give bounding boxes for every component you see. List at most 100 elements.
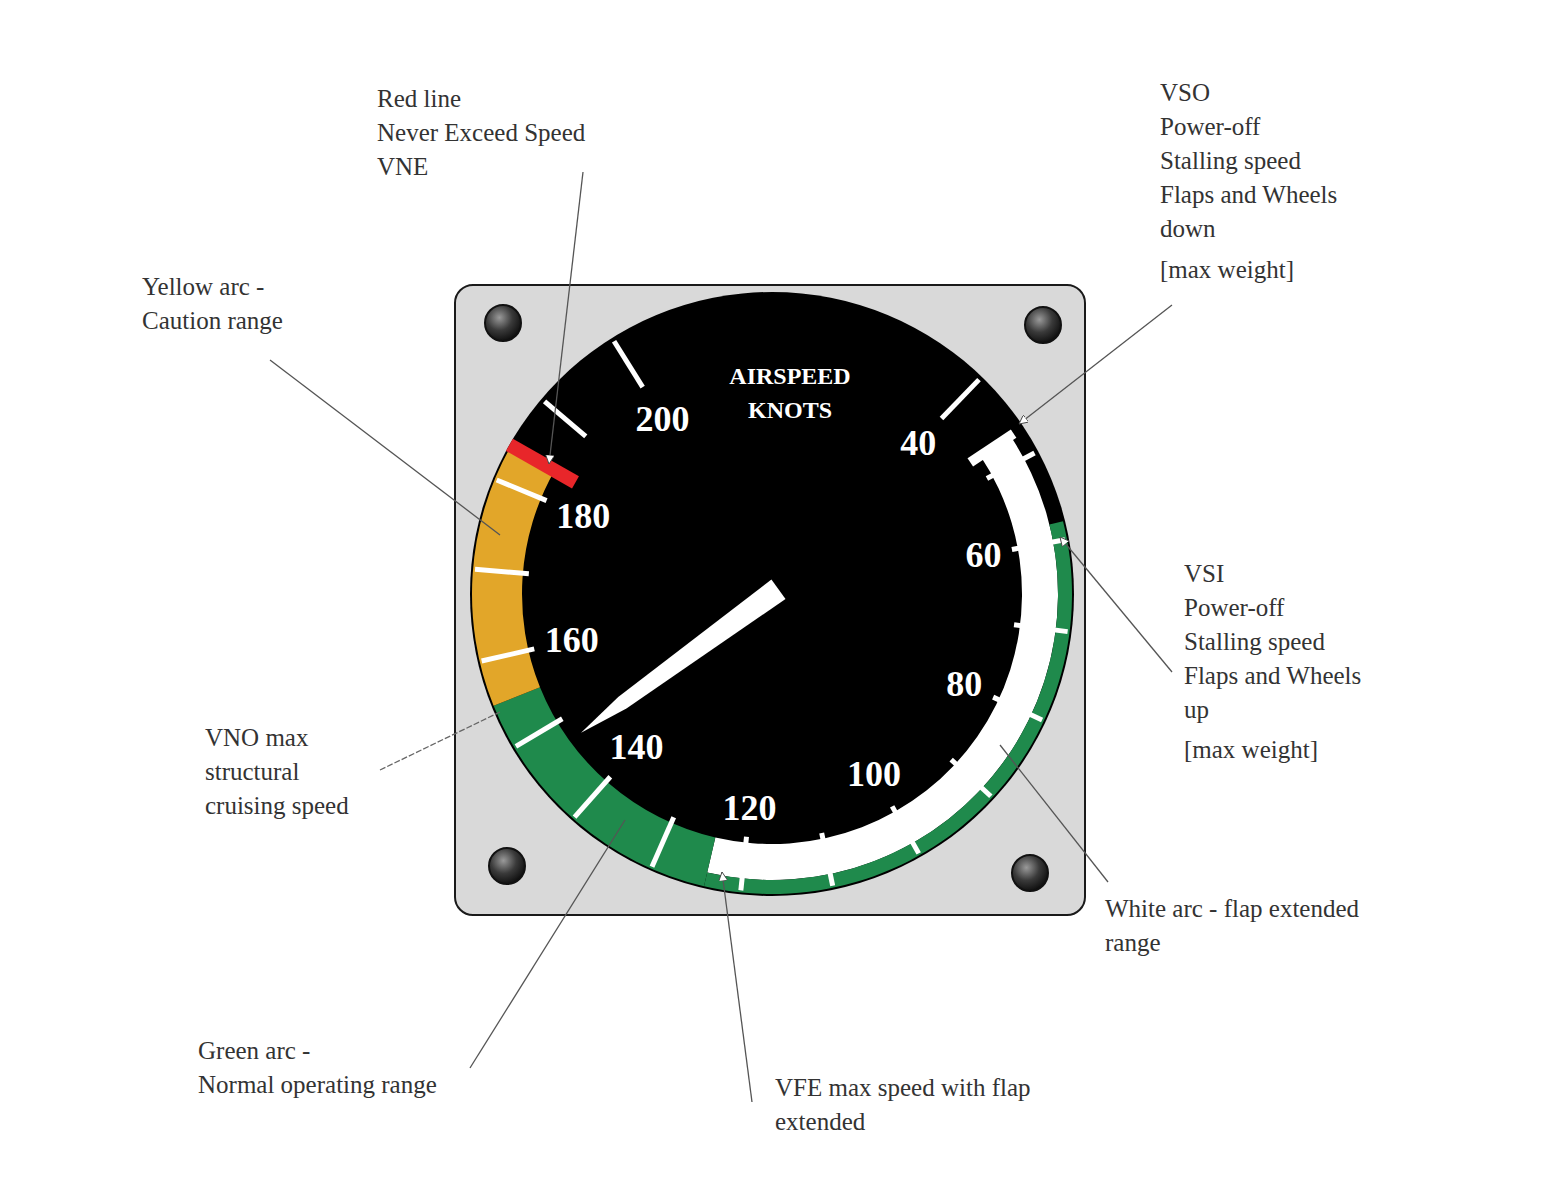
speed-number: 140 <box>609 729 663 765</box>
text-line: 60 <box>965 537 1001 573</box>
scale-tick <box>951 760 991 797</box>
label-anchor: 100 <box>847 756 901 792</box>
scale-tick <box>482 649 535 661</box>
scale-tick <box>516 719 562 747</box>
caution-range-arc <box>472 446 555 706</box>
callout-label: Red line Never Exceed Speed VNE <box>377 82 585 184</box>
text-line: 180 <box>556 498 610 534</box>
text-line: Caution range <box>142 304 283 338</box>
leader-line <box>549 172 583 464</box>
speed-number: 40 <box>900 425 936 461</box>
text-line: Never Exceed Speed <box>377 116 585 150</box>
text-line: Red line <box>377 82 585 116</box>
text-line: Green arc - <box>198 1034 437 1068</box>
text-line: VFE max speed with flap <box>775 1071 1031 1105</box>
label-anchor: Yellow arc - Caution range <box>142 270 283 338</box>
leader-line <box>470 820 625 1068</box>
callout-label: VFE max speed with flap extended <box>775 1071 1031 1139</box>
label-anchor: 120 <box>722 790 776 826</box>
callout-label: VSO Power-off Stalling speed Flaps and W… <box>1160 76 1337 287</box>
callout-label: Yellow arc - Caution range <box>142 270 283 338</box>
label-anchor: 40 <box>900 425 936 461</box>
label-anchor: VSO Power-off Stalling speed Flaps and W… <box>1160 76 1337 287</box>
scale-tick <box>545 401 586 436</box>
text-line: AIRSPEED <box>729 359 850 393</box>
text-line: 100 <box>847 756 901 792</box>
text-line: structural <box>205 755 349 789</box>
scale-tick <box>822 833 833 886</box>
scale-tick <box>652 817 674 866</box>
speed-number: 60 <box>965 537 1001 573</box>
text-line: cruising speed <box>205 789 349 823</box>
dial-title: AIRSPEED KNOTS <box>729 359 850 427</box>
leader-line <box>722 872 752 1102</box>
text-anchor: AIRSPEED KNOTS <box>729 359 850 427</box>
text-line: Power-off <box>1160 110 1337 144</box>
speed-number: 180 <box>556 498 610 534</box>
airspeed-needle <box>581 580 785 733</box>
text-line: White arc - flap extended <box>1105 892 1359 926</box>
text-line: Flaps and Wheels <box>1160 178 1337 212</box>
label-anchor: Red line Never Exceed Speed VNE <box>377 82 585 184</box>
instrument-panel <box>455 285 1085 915</box>
leader-lines <box>270 172 1172 1102</box>
label-anchor: 140 <box>609 729 663 765</box>
text-line: up <box>1184 693 1361 727</box>
mounting-screw <box>485 305 521 341</box>
callout-label: White arc - flap extended range <box>1105 892 1359 960</box>
label-anchor: 80 <box>946 666 982 702</box>
flap-arc-end-mark <box>970 434 1013 463</box>
dial-markings <box>472 341 1072 894</box>
mounting-screw <box>1025 307 1061 343</box>
flap-range-arc <box>707 436 1058 880</box>
label-anchor: VFE max speed with flap extended <box>775 1071 1031 1139</box>
text-line: 120 <box>722 790 776 826</box>
speed-number: 100 <box>847 756 901 792</box>
text-line: Power-off <box>1184 591 1361 625</box>
text-line: VNO max <box>205 721 349 755</box>
label-anchor: 160 <box>545 622 599 658</box>
text-line: Flaps and Wheels <box>1184 659 1361 693</box>
dial-circle <box>470 292 1074 896</box>
speed-number: 80 <box>946 666 982 702</box>
callout-label: VSI Power-off Stalling speed Flaps and W… <box>1184 557 1361 767</box>
scale-tick <box>993 697 1042 720</box>
text-line: Yellow arc - <box>142 270 283 304</box>
label-anchor: 60 <box>965 537 1001 573</box>
label-anchor: White arc - flap extended range <box>1105 892 1359 960</box>
leader-line <box>270 360 500 535</box>
scale-tick <box>614 341 643 387</box>
label-anchor: VSI Power-off Stalling speed Flaps and W… <box>1184 557 1361 767</box>
text-line: Stalling speed <box>1184 625 1361 659</box>
text-line: VSO <box>1160 76 1337 110</box>
normal-range-arc <box>704 521 1072 894</box>
text-line: extended <box>775 1105 1031 1139</box>
text-line: 40 <box>900 425 936 461</box>
scale-tick <box>1014 625 1068 632</box>
text-line: VSI <box>1184 557 1361 591</box>
leader-line <box>380 712 500 770</box>
label-anchor: 180 <box>556 498 610 534</box>
speed-number: 200 <box>636 401 690 437</box>
text-line: [max weight] <box>1160 253 1337 287</box>
text-line: range <box>1105 926 1359 960</box>
text-line: Stalling speed <box>1160 144 1337 178</box>
text-line: 160 <box>545 622 599 658</box>
leader-line <box>1019 305 1172 424</box>
text-line: 200 <box>636 401 690 437</box>
label-anchor: 200 <box>636 401 690 437</box>
text-line: 140 <box>609 729 663 765</box>
scale-tick <box>941 380 979 419</box>
scale-tick <box>475 569 529 573</box>
callout-label: Green arc - Normal operating range <box>198 1034 437 1102</box>
text-line: [max weight] <box>1184 733 1361 767</box>
label-anchor: Green arc - Normal operating range <box>198 1034 437 1102</box>
text-line: Normal operating range <box>198 1068 437 1102</box>
scale-tick <box>575 777 611 817</box>
mounting-screw <box>489 848 525 884</box>
callout-label: VNO max structural cruising speed <box>205 721 349 823</box>
scale-tick <box>497 480 547 501</box>
scale-tick <box>987 453 1035 479</box>
mounting-screw <box>1012 855 1048 891</box>
